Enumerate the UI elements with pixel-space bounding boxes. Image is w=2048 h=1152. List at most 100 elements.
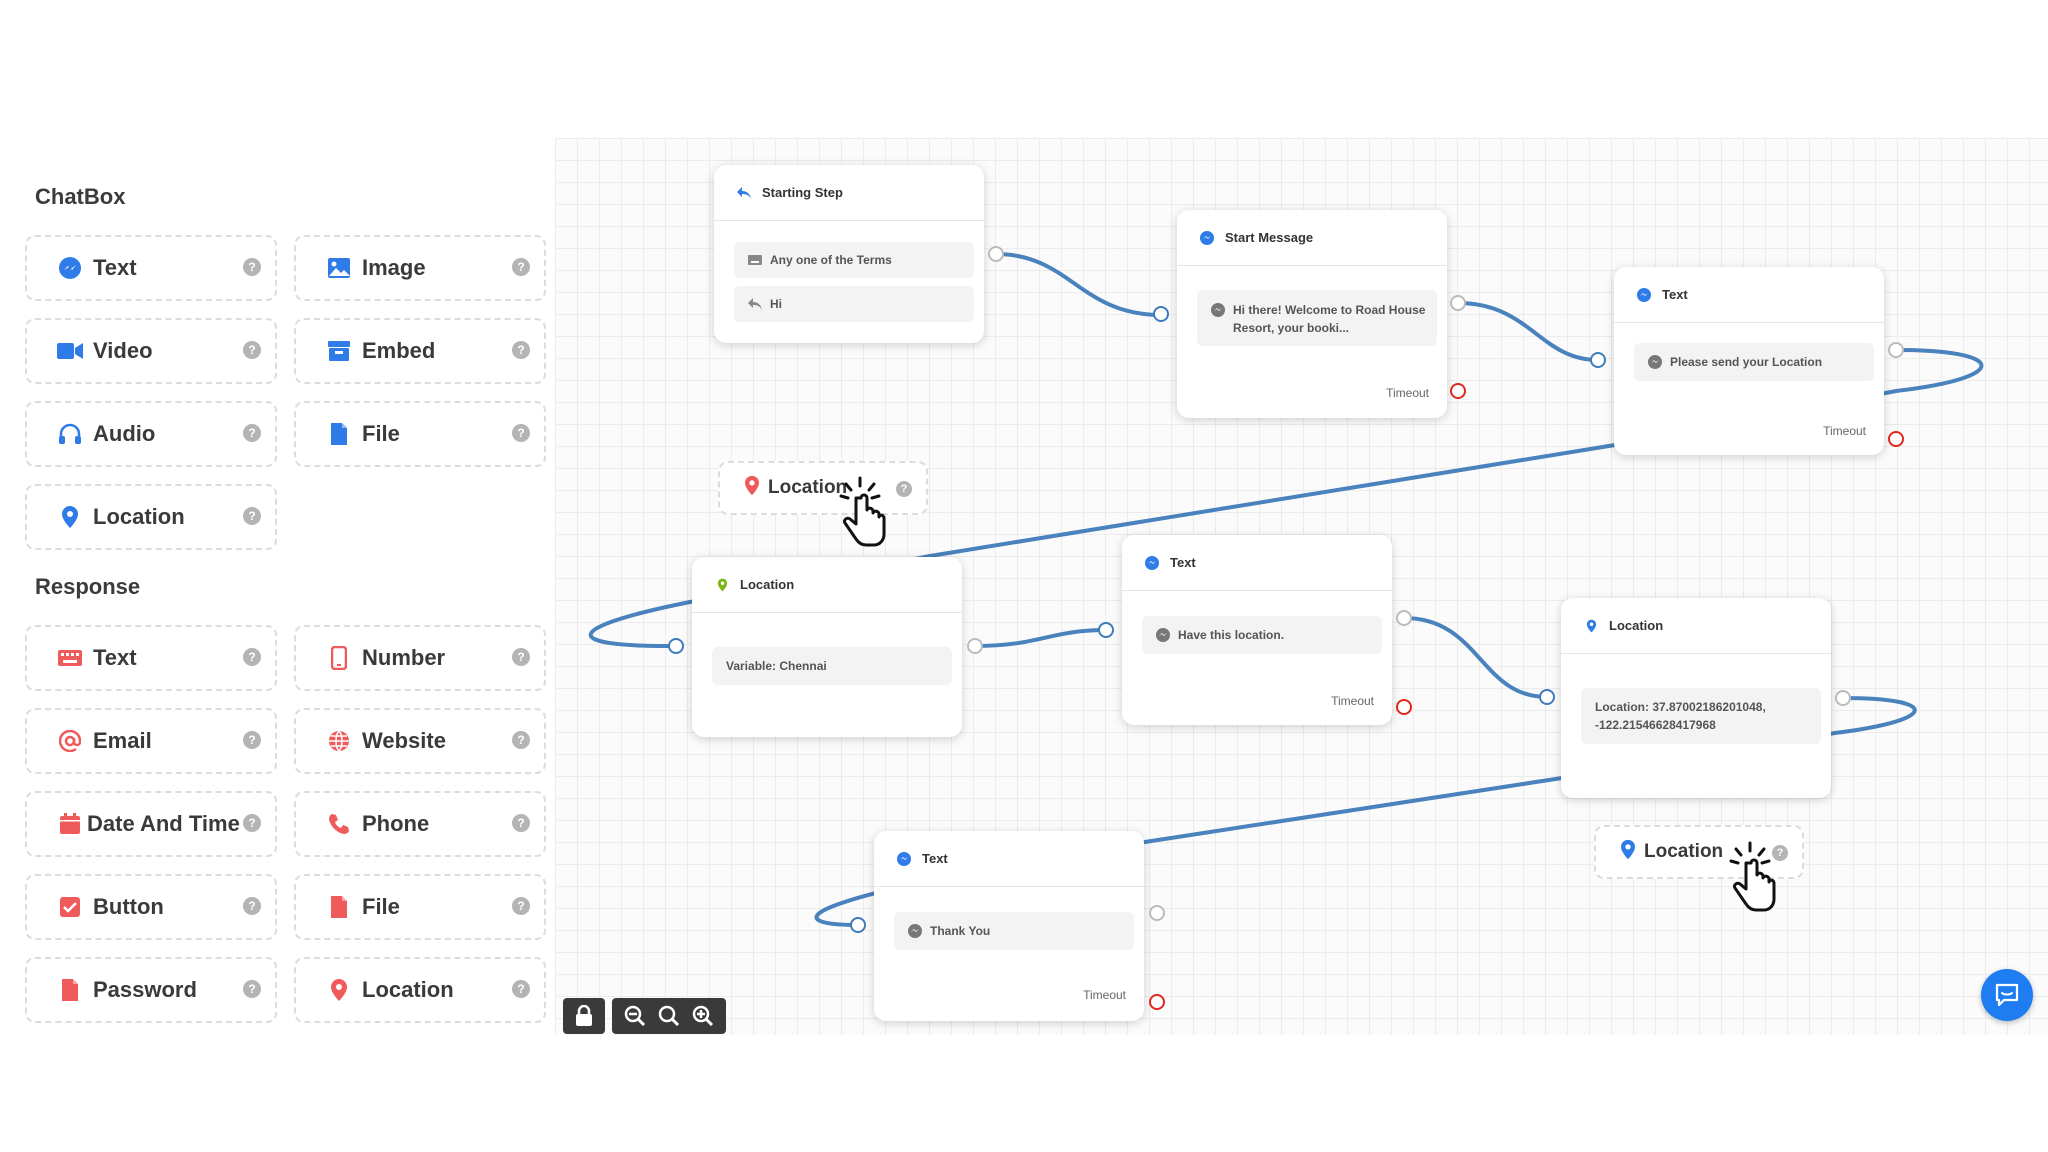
- keyword-row[interactable]: Hi: [734, 286, 974, 322]
- node-header[interactable]: Location: [692, 557, 962, 613]
- help-icon[interactable]: ?: [512, 897, 530, 915]
- input-port[interactable]: [1539, 689, 1555, 705]
- tool-chatbox-image[interactable]: Image ?: [294, 235, 546, 301]
- tool-chatbox-video[interactable]: Video ?: [25, 318, 277, 384]
- node-title: Text: [1662, 287, 1688, 302]
- help-icon[interactable]: ?: [512, 341, 530, 359]
- node-text-location-request[interactable]: Text Please send your Location Timeout: [1614, 267, 1884, 455]
- help-icon[interactable]: ?: [512, 258, 530, 276]
- node-location-coords[interactable]: Location Location: 37.87002186201048, -1…: [1561, 598, 1831, 798]
- message-row[interactable]: Thank You: [894, 912, 1134, 950]
- tool-response-button[interactable]: Button ?: [25, 874, 277, 940]
- help-icon[interactable]: ?: [512, 731, 530, 749]
- chat-support-button[interactable]: [1981, 969, 2033, 1021]
- tool-chatbox-text[interactable]: Text ?: [25, 235, 277, 301]
- node-header[interactable]: Start Message: [1177, 210, 1447, 266]
- input-port[interactable]: [668, 638, 684, 654]
- tool-response-text[interactable]: Text ?: [25, 625, 277, 691]
- node-header[interactable]: Starting Step: [714, 165, 984, 221]
- help-icon[interactable]: ?: [512, 424, 530, 442]
- tool-chatbox-embed[interactable]: Embed ?: [294, 318, 546, 384]
- timeout-port[interactable]: [1396, 699, 1412, 715]
- tool-chatbox-file[interactable]: File ?: [294, 401, 546, 467]
- message-row[interactable]: Please send your Location: [1634, 343, 1874, 381]
- output-port[interactable]: [1888, 342, 1904, 358]
- tool-response-password[interactable]: Password ?: [25, 957, 277, 1023]
- hand-cursor-icon: [839, 476, 886, 547]
- zoom-out-button[interactable]: [618, 998, 652, 1034]
- help-icon[interactable]: ?: [243, 341, 261, 359]
- timeout-label: Timeout: [1083, 988, 1126, 1002]
- output-port[interactable]: [1396, 610, 1412, 626]
- timeout-port[interactable]: [1149, 994, 1165, 1010]
- phone-device-icon: [326, 645, 352, 671]
- variable-row[interactable]: Variable: Chennai: [712, 647, 952, 685]
- help-icon[interactable]: ?: [243, 258, 261, 276]
- chatbox-section-title: ChatBox: [35, 184, 126, 209]
- help-icon[interactable]: ?: [243, 980, 261, 998]
- help-icon[interactable]: ?: [1772, 845, 1788, 861]
- tool-response-date-time[interactable]: Date And Time ?: [25, 791, 277, 857]
- node-header[interactable]: Text: [874, 831, 1144, 887]
- input-port[interactable]: [1153, 306, 1169, 322]
- node-header[interactable]: Location: [1561, 598, 1831, 654]
- tool-chatbox-location[interactable]: Location ?: [25, 484, 277, 550]
- messenger-icon: [1636, 287, 1652, 303]
- help-icon[interactable]: ?: [243, 731, 261, 749]
- message-row[interactable]: Hi there! Welcome to Road House Resort, …: [1197, 290, 1437, 346]
- message-row[interactable]: Have this location.: [1142, 616, 1382, 654]
- map-pin-icon: [744, 475, 760, 501]
- node-title: Text: [922, 851, 948, 866]
- zoom-reset-button[interactable]: [652, 998, 686, 1034]
- output-port[interactable]: [967, 638, 983, 654]
- timeout-label: Timeout: [1331, 694, 1374, 708]
- node-text-have-location[interactable]: Text Have this location. Timeout: [1122, 535, 1392, 725]
- lock-button[interactable]: [563, 998, 605, 1034]
- output-port[interactable]: [988, 246, 1004, 262]
- node-title: Location: [740, 577, 795, 592]
- node-start-message[interactable]: Start Message Hi there! Welcome to Road …: [1177, 210, 1447, 418]
- drag-preview-location[interactable]: Location ?: [718, 461, 928, 515]
- node-header[interactable]: Text: [1122, 535, 1392, 591]
- tool-response-location[interactable]: Location ?: [294, 957, 546, 1023]
- drag-label: Location: [1644, 841, 1724, 862]
- help-icon[interactable]: ?: [243, 648, 261, 666]
- help-icon[interactable]: ?: [512, 814, 530, 832]
- tool-label: Location: [362, 977, 454, 1002]
- help-icon[interactable]: ?: [243, 897, 261, 915]
- headphones-icon: [57, 421, 83, 447]
- tool-response-file[interactable]: File ?: [294, 874, 546, 940]
- input-port[interactable]: [1098, 622, 1114, 638]
- timeout-label: Timeout: [1386, 386, 1429, 400]
- tool-response-phone[interactable]: Phone ?: [294, 791, 546, 857]
- node-starting-step[interactable]: Starting Step Any one of the Terms Hi: [714, 165, 984, 343]
- help-icon[interactable]: ?: [512, 648, 530, 666]
- chat-bubble-icon: [1156, 628, 1170, 642]
- help-icon[interactable]: ?: [512, 980, 530, 998]
- output-port[interactable]: [1835, 690, 1851, 706]
- zoom-in-button[interactable]: [686, 998, 720, 1034]
- tool-response-website[interactable]: Website ?: [294, 708, 546, 774]
- coordinates-row[interactable]: Location: 37.87002186201048, -122.215466…: [1581, 688, 1821, 744]
- timeout-port[interactable]: [1450, 383, 1466, 399]
- output-port[interactable]: [1450, 295, 1466, 311]
- help-icon[interactable]: ?: [896, 481, 912, 497]
- node-text-thank-you[interactable]: Text Thank You Timeout: [874, 831, 1144, 1021]
- node-title: Start Message: [1225, 230, 1314, 245]
- output-port[interactable]: [1149, 905, 1165, 921]
- zoom-out-icon: [624, 1005, 646, 1027]
- keyboard-icon: [57, 645, 83, 671]
- help-icon[interactable]: ?: [243, 424, 261, 442]
- node-header[interactable]: Text: [1614, 267, 1884, 323]
- drag-preview-location[interactable]: Location ?: [1594, 825, 1804, 879]
- tool-response-email[interactable]: Email ?: [25, 708, 277, 774]
- input-port[interactable]: [1590, 352, 1606, 368]
- input-port[interactable]: [850, 917, 866, 933]
- help-icon[interactable]: ?: [243, 507, 261, 525]
- tool-chatbox-audio[interactable]: Audio ?: [25, 401, 277, 467]
- tool-response-number[interactable]: Number ?: [294, 625, 546, 691]
- node-location-variable[interactable]: Location Variable: Chennai: [692, 557, 962, 737]
- help-icon[interactable]: ?: [243, 814, 261, 832]
- timeout-port[interactable]: [1888, 431, 1904, 447]
- trigger-row[interactable]: Any one of the Terms: [734, 242, 974, 278]
